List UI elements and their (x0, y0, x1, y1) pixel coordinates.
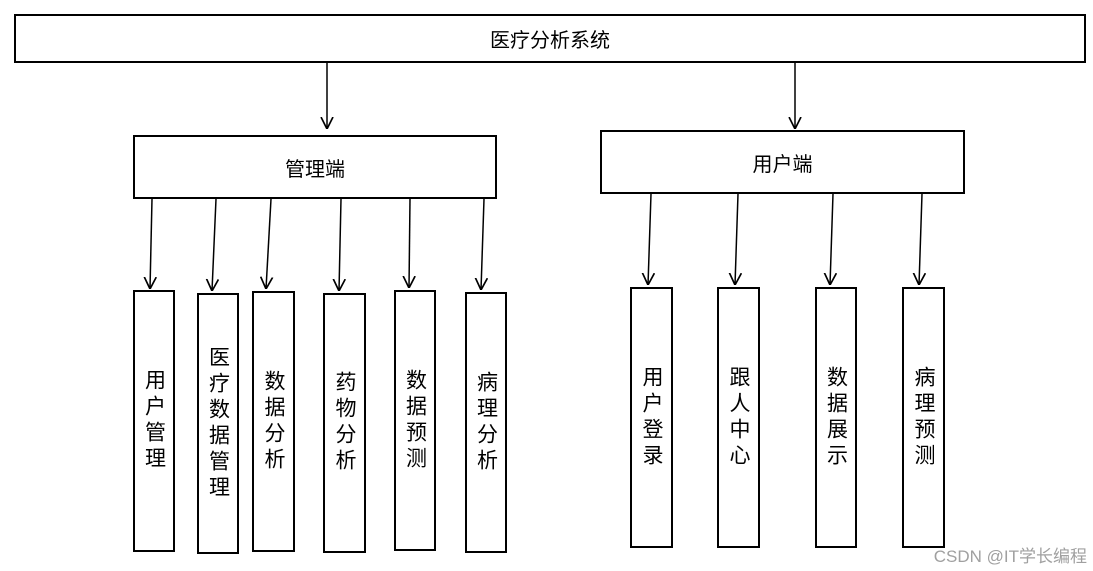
module-node-user-management: 用户管理 (133, 290, 175, 552)
arrow-user-to-module (919, 193, 922, 285)
module-node-pathology-analysis: 病理分析 (465, 292, 507, 553)
module-node-drug-analysis: 药物分析 (323, 293, 366, 553)
module-node-data-analysis: 数据分析 (252, 291, 295, 552)
arrow-user-to-module (735, 193, 738, 285)
arrow-admin-to-module (481, 198, 484, 290)
module-node-label: 药物分析 (333, 371, 356, 475)
module-node-user-login: 用户登录 (630, 287, 673, 548)
arrow-user-to-module (648, 193, 651, 285)
module-node-data-display: 数据展示 (815, 287, 857, 548)
root-node-label: 医疗分析系统 (490, 30, 610, 52)
arrow-admin-to-module (212, 198, 216, 291)
branch-node-user: 用户端 (600, 130, 965, 194)
module-node-label: 用户登录 (640, 365, 663, 470)
root-node: 医疗分析系统 (14, 14, 1086, 63)
branch-node-admin-label: 管理端 (285, 158, 345, 181)
module-node-label: 病理预测 (912, 365, 935, 470)
module-node-medical-data-management: 医疗数据管理 (197, 293, 239, 554)
watermark-text: CSDN @IT学长编程 (933, 547, 1087, 566)
module-node-label: 数据预测 (403, 368, 427, 473)
module-node-pathology-prediction: 病理预测 (902, 287, 945, 548)
module-node-label: 跟人中心 (727, 365, 750, 470)
arrow-user-to-module (830, 193, 833, 285)
arrow-admin-to-module (409, 198, 410, 288)
module-node-label: 用户管理 (142, 369, 166, 473)
module-node-label: 数据分析 (262, 369, 285, 474)
module-node-data-prediction: 数据预测 (394, 290, 436, 551)
branch-node-user-label: 用户端 (752, 153, 813, 176)
module-node-label: 医疗数据管理 (206, 345, 230, 502)
module-node-label: 数据展示 (824, 365, 848, 470)
module-node-label: 病理分析 (474, 370, 498, 475)
arrow-admin-to-module (339, 198, 341, 291)
arrow-admin-to-module (266, 198, 271, 289)
branch-node-admin: 管理端 (133, 135, 497, 199)
module-node-personal-center: 跟人中心 (717, 287, 760, 548)
arrow-admin-to-module (150, 198, 152, 289)
